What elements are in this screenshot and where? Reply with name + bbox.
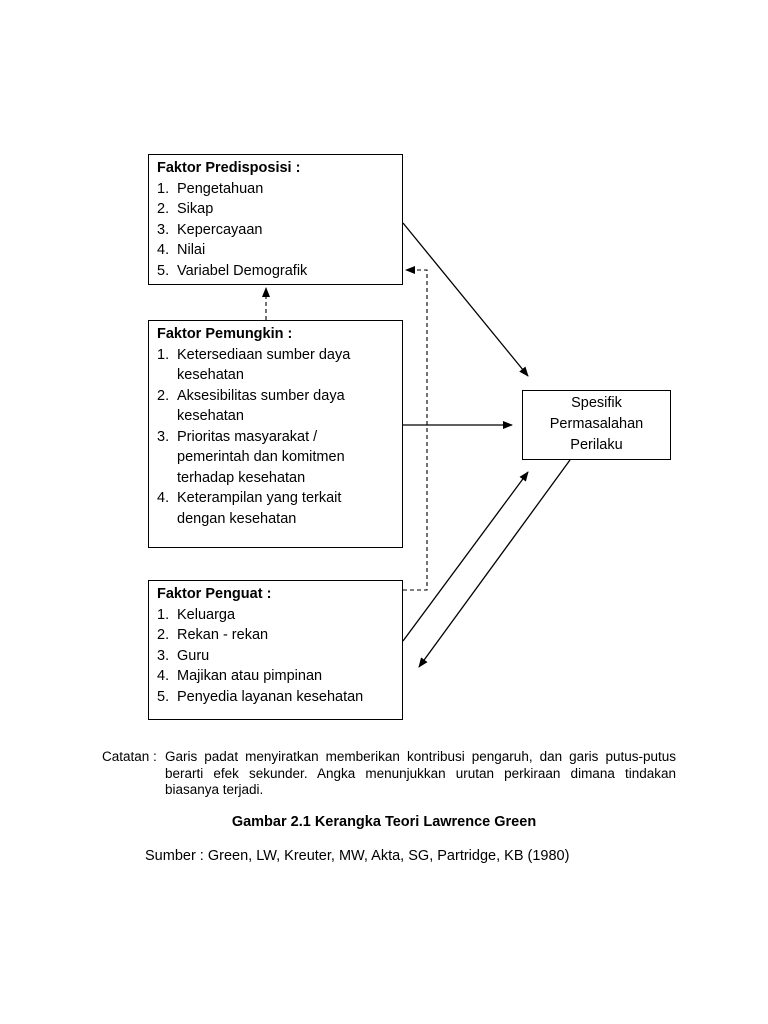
list-item-text: Prioritas masyarakat / — [177, 428, 318, 445]
list-item: 4. Majikan atau pimpinan — [157, 666, 394, 687]
spesifik-line-3: Perilaku — [570, 437, 623, 453]
list-item-text: terhadap kesehatan — [177, 469, 306, 486]
figure-source: Sumber : Green, LW, Kreuter, MW, Akta, S… — [145, 848, 570, 864]
list-item-number: 5. — [157, 688, 170, 705]
note-label: Catatan : — [102, 749, 157, 764]
list-item-number: 1. — [157, 346, 170, 363]
list-item-text: kesehatan — [177, 408, 244, 424]
list-item: 3. Kepercayaan — [157, 220, 394, 241]
spesifik-line-1: Spesifik — [571, 395, 622, 411]
list-item-text: Guru — [177, 647, 210, 664]
list-item: 4. Nilai — [157, 240, 394, 261]
list-item-text: Ketersediaan sumber daya — [177, 346, 351, 363]
list-item: 2. Sikap — [157, 199, 394, 220]
list-item-number: 3. — [157, 221, 170, 238]
list-item: 4. Keterampilan yang terkait dengan keseha… — [157, 488, 394, 529]
box-title-predisposisi: Faktor Predisposisi : — [157, 160, 301, 176]
arrow-penguat-to-spesifik — [402, 471, 529, 642]
box-title-penguat: Faktor Penguat : — [157, 586, 272, 602]
box-spesifik-permasalahan-perilaku: Spesifik Permasalahan Perilaku — [522, 390, 671, 460]
list-item: 1. Pengetahuan — [157, 179, 394, 200]
list-item-number: 4. — [157, 668, 170, 684]
list-item: 1. Ketersediaan sumber daya kesehatan — [157, 345, 394, 386]
list-item: 5. Penyedia layanan kesehatan — [157, 687, 394, 708]
list-item-text: Penyedia layanan kesehatan — [177, 688, 364, 705]
list-item-text: Kepercayaan — [177, 221, 263, 238]
list-item-text: Pengetahuan — [177, 180, 264, 197]
list-item-number: 1. — [157, 180, 170, 197]
list-item-number: 5. — [157, 262, 170, 279]
note-paragraph: Catatan : Garis padat menyiratkan member… — [102, 749, 676, 799]
list-pemungkin: 1. Ketersediaan sumber daya kesehatan 2. Aks… — [157, 345, 394, 530]
list-item-text: Sikap — [177, 201, 214, 217]
list-item-number: 3. — [157, 428, 170, 445]
box-faktor-predisposisi: Faktor Predisposisi : 1. Pengetahuan 2. Sik… — [148, 154, 403, 285]
box-faktor-penguat: Faktor Penguat : 1. Keluarga 2. Rekan - rek… — [148, 580, 403, 720]
list-item-number: 2. — [157, 387, 170, 404]
list-item-text: dengan kesehatan — [177, 510, 297, 527]
list-item: 5. Variabel Demografik — [157, 261, 394, 282]
list-item-text: kesehatan — [177, 367, 244, 383]
list-item-text: Keluarga — [177, 606, 236, 623]
arrow-predisposisi-to-spesifik — [402, 222, 529, 377]
list-item-text: Rekan - rekan — [177, 627, 269, 643]
box-title-pemungkin: Faktor Pemungkin : — [157, 326, 293, 342]
box-faktor-pemungkin: Faktor Pemungkin : 1. Ketersediaan sumber… — [148, 320, 403, 548]
list-item-number: 1. — [157, 606, 170, 623]
list-item-number: 3. — [157, 647, 170, 664]
list-item: 3. Prioritas masyarakat / pemerintah dan k… — [157, 427, 394, 489]
dashed-arrow-penguat-to-predisposisi — [403, 266, 428, 591]
list-item: 1. Keluarga — [157, 605, 394, 626]
list-item-text: pemerintah dan komitmen — [177, 449, 345, 465]
list-item-number: 2. — [157, 627, 170, 643]
list-item-text: Nilai — [177, 242, 206, 258]
list-item-number: 4. — [157, 242, 170, 258]
list-item-text: Aksesibilitas sumber daya — [177, 387, 345, 404]
list-item: 3. Guru — [157, 646, 394, 667]
list-item-text: Variabel Demografik — [177, 262, 308, 279]
list-penguat: 1. Keluarga 2. Rekan - rekan 3. Guru 4. Majikan… — [157, 605, 394, 708]
figure-caption: Gambar 2.1 Kerangka Teori Lawrence Green — [231, 814, 537, 830]
list-item-text: Keterampilan yang terkait — [177, 490, 342, 506]
list-item: 2. Rekan - rekan — [157, 625, 394, 646]
note-text: Garis padat menyiratkan memberikan kontr… — [165, 749, 676, 797]
list-item-text: Majikan atau pimpinan — [177, 668, 323, 684]
list-predisposisi: 1. Pengetahuan 2. Sikap 3. Kepercayaan 4. Nilai… — [157, 179, 394, 282]
list-item: 2. Aksesibilitas sumber daya kesehatan — [157, 386, 394, 427]
spesifik-line-2: Permasalahan — [549, 416, 644, 432]
list-item-number: 4. — [157, 490, 170, 506]
arrow-spesifik-to-penguat — [418, 459, 571, 668]
list-item-number: 2. — [157, 201, 170, 217]
